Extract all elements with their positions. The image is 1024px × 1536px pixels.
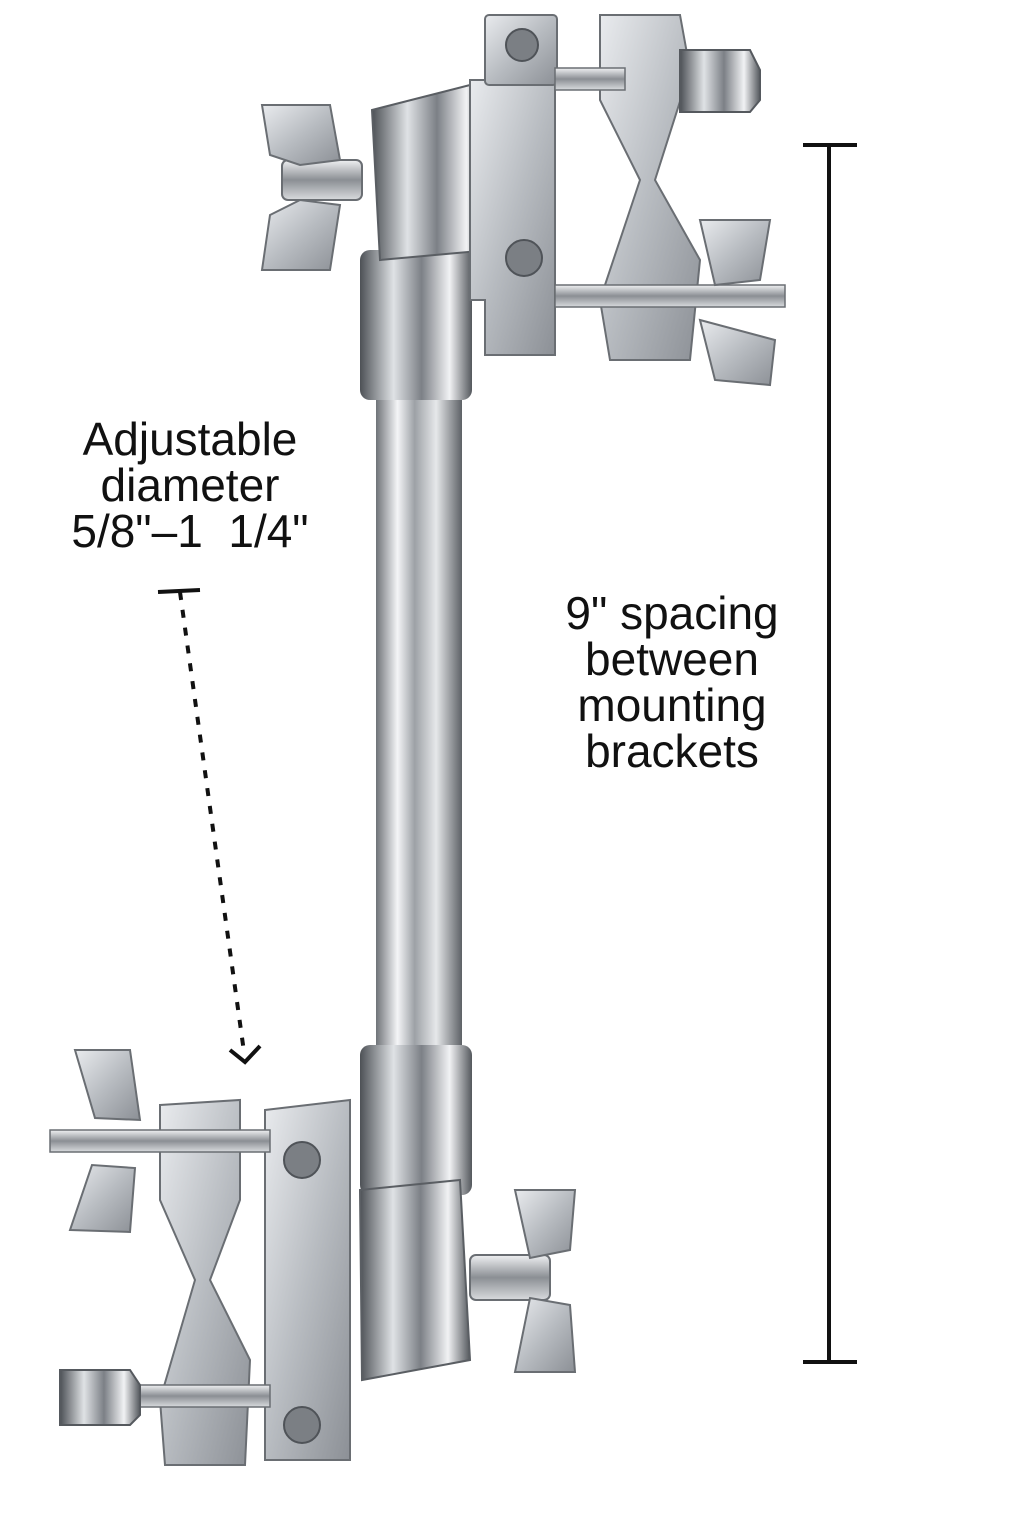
top-wing-nut-icon — [260, 104, 363, 271]
diameter-line-2: diameter — [100, 459, 280, 511]
bottom-wing-nut-icon — [469, 1189, 577, 1373]
spacing-annotation: 9" spacing between mounting brackets — [522, 590, 822, 774]
dotted-arrow-icon — [157, 588, 262, 1065]
top-right-wing-nut-icon — [698, 219, 777, 387]
spacing-line-3: mounting — [577, 679, 767, 731]
spacing-line-1: 9" spacing — [565, 587, 779, 639]
main-rod — [360, 250, 472, 1195]
spacing-line-2: between — [585, 633, 759, 685]
diameter-annotation: Adjustable diameter 5/8"–1 1/4" — [20, 416, 360, 554]
diameter-line-1: Adjustable — [82, 413, 298, 465]
diameter-line-3: 5/8"–1 1/4" — [71, 505, 309, 557]
spacing-line-4: brackets — [585, 725, 759, 777]
top-clamp — [260, 14, 786, 387]
bottom-left-wing-nut-icon — [68, 1049, 142, 1234]
dimension-bracket-icon — [803, 143, 857, 1364]
bottom-clamp — [49, 1049, 577, 1466]
